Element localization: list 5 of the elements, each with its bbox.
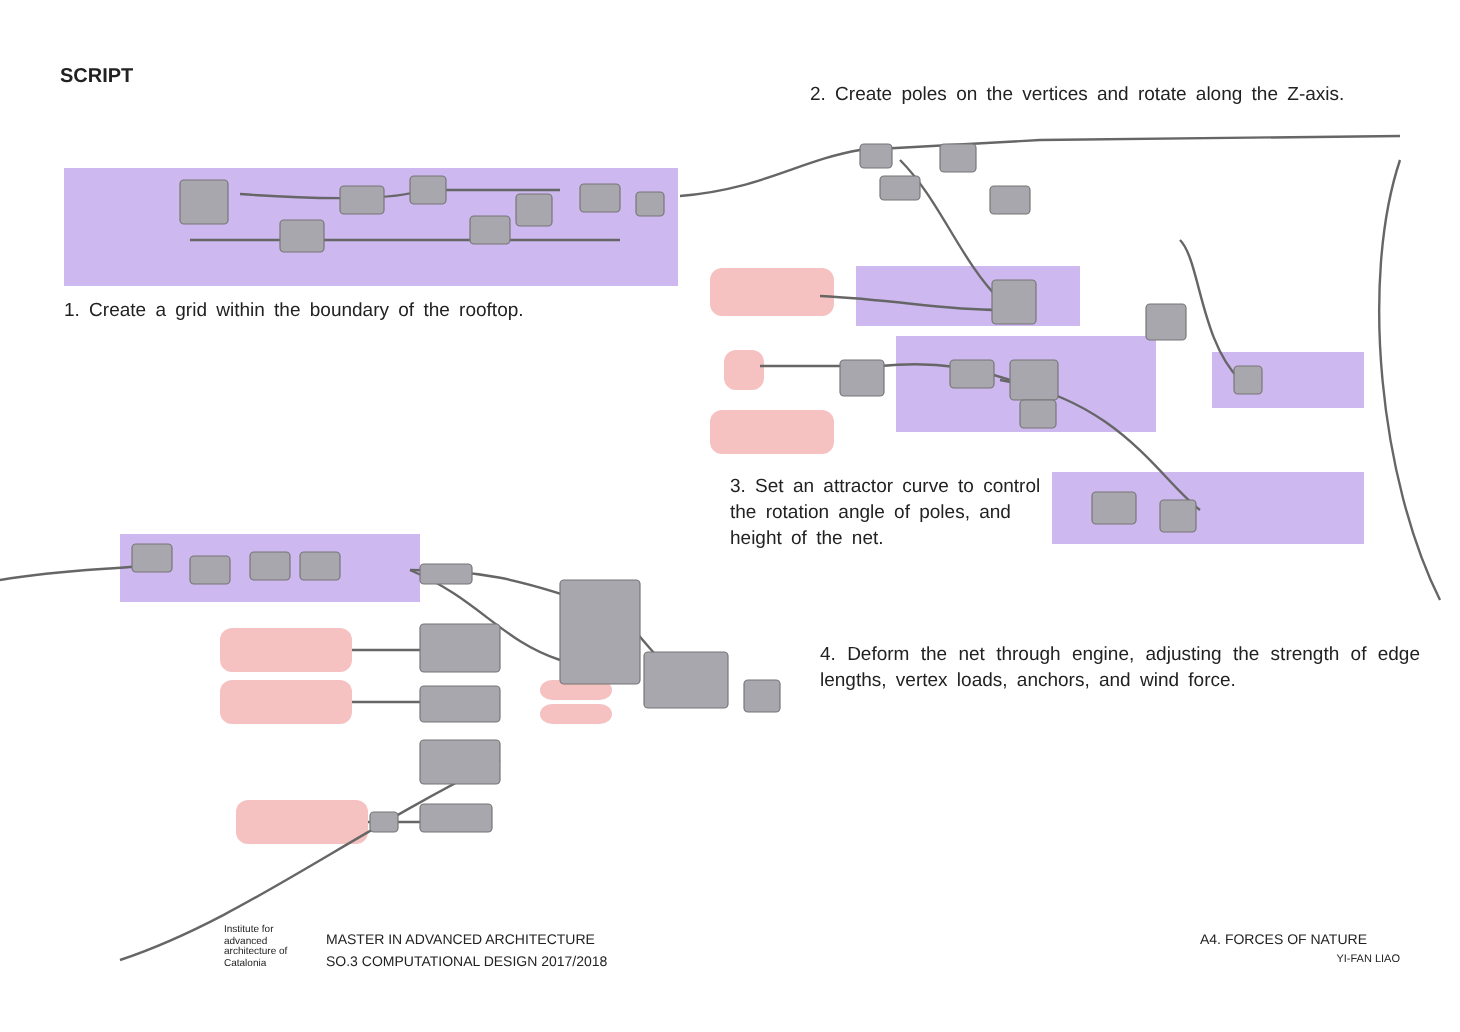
step-note: 4. Deform the net through engine, adjusting the strength of edge lengths, vertex loads, anchors, and wind force.: [820, 644, 1420, 696]
step-note: 3. Set an attractor curve to control the rotation angle of poles, and height of the net.: [730, 476, 1043, 553]
step-note: 1. Create a grid within the boundary of the rooftop.: [64, 300, 526, 326]
page-title: SCRIPT: [60, 64, 134, 91]
step-note: 2. Create poles on the vertices and rotate along the Z-axis.: [810, 84, 1347, 110]
